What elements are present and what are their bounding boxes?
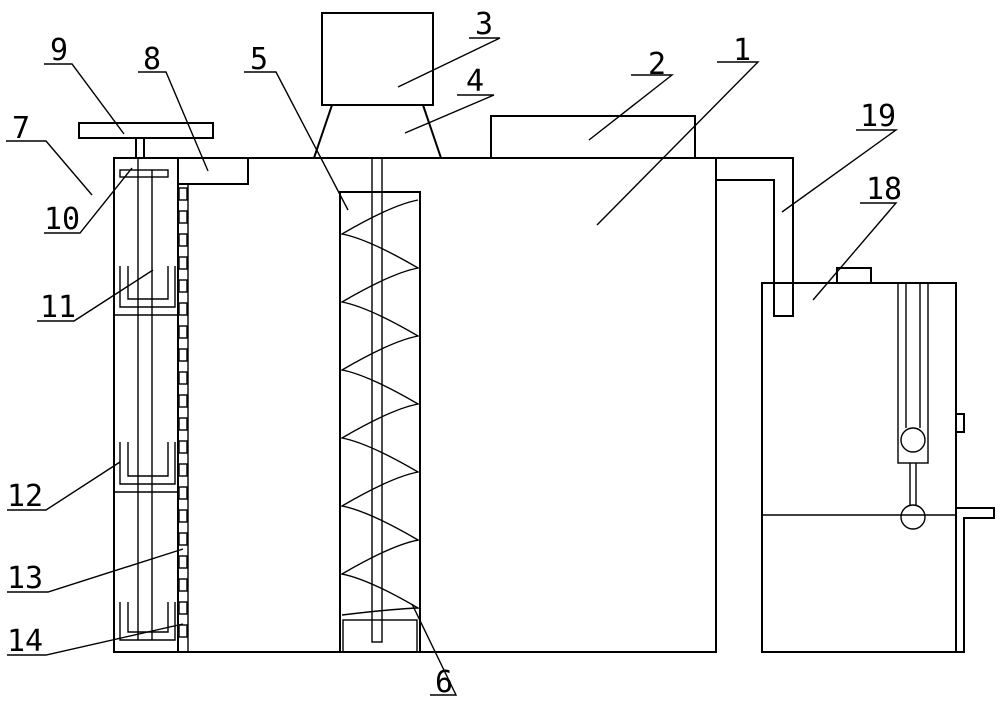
chain-link xyxy=(178,417,188,431)
chain-link xyxy=(178,348,188,362)
chain-link xyxy=(178,279,188,293)
label-2: 2 xyxy=(648,47,666,82)
chain-link xyxy=(178,394,188,408)
side-tank xyxy=(761,267,995,653)
label-18: 18 xyxy=(866,172,902,207)
label-7: 7 xyxy=(12,111,30,146)
chain-link xyxy=(178,210,188,224)
chain-link xyxy=(178,440,188,454)
label-19: 19 xyxy=(860,99,896,134)
chain-link xyxy=(178,555,188,569)
label-12: 12 xyxy=(7,479,43,514)
top-plate xyxy=(177,157,249,185)
label-4: 4 xyxy=(466,64,484,99)
chain-link xyxy=(178,578,188,592)
left-column xyxy=(113,157,249,653)
chain-link xyxy=(178,624,188,638)
chain-links xyxy=(178,187,188,638)
label-13: 13 xyxy=(7,561,43,596)
label-1: 1 xyxy=(733,33,751,68)
connecting-pipe xyxy=(716,157,794,317)
feed-hopper xyxy=(313,12,442,159)
chain-link xyxy=(178,509,188,523)
chain-link xyxy=(178,256,188,270)
chain-link xyxy=(178,187,188,201)
chain-link xyxy=(178,325,188,339)
chain-link xyxy=(178,532,188,546)
label-5: 5 xyxy=(250,42,268,77)
leader-lines xyxy=(6,37,899,696)
top-unit xyxy=(490,115,696,159)
label-9: 9 xyxy=(50,33,68,68)
chain-link xyxy=(178,463,188,477)
chain-link xyxy=(178,486,188,500)
chain-link xyxy=(178,371,188,385)
chain-link xyxy=(178,233,188,247)
label-3: 3 xyxy=(475,7,493,42)
chain-link xyxy=(178,601,188,615)
label-14: 14 xyxy=(7,624,43,659)
screw-conveyor xyxy=(339,157,421,653)
label-6: 6 xyxy=(435,665,453,700)
chain-link xyxy=(178,302,188,316)
handwheel xyxy=(78,122,214,158)
label-10: 10 xyxy=(44,202,80,237)
part-labels: 1 2 3 4 5 6 7 8 9 10 11 12 13 14 18 19 xyxy=(7,7,902,700)
label-8: 8 xyxy=(143,42,161,77)
label-11: 11 xyxy=(40,290,76,325)
